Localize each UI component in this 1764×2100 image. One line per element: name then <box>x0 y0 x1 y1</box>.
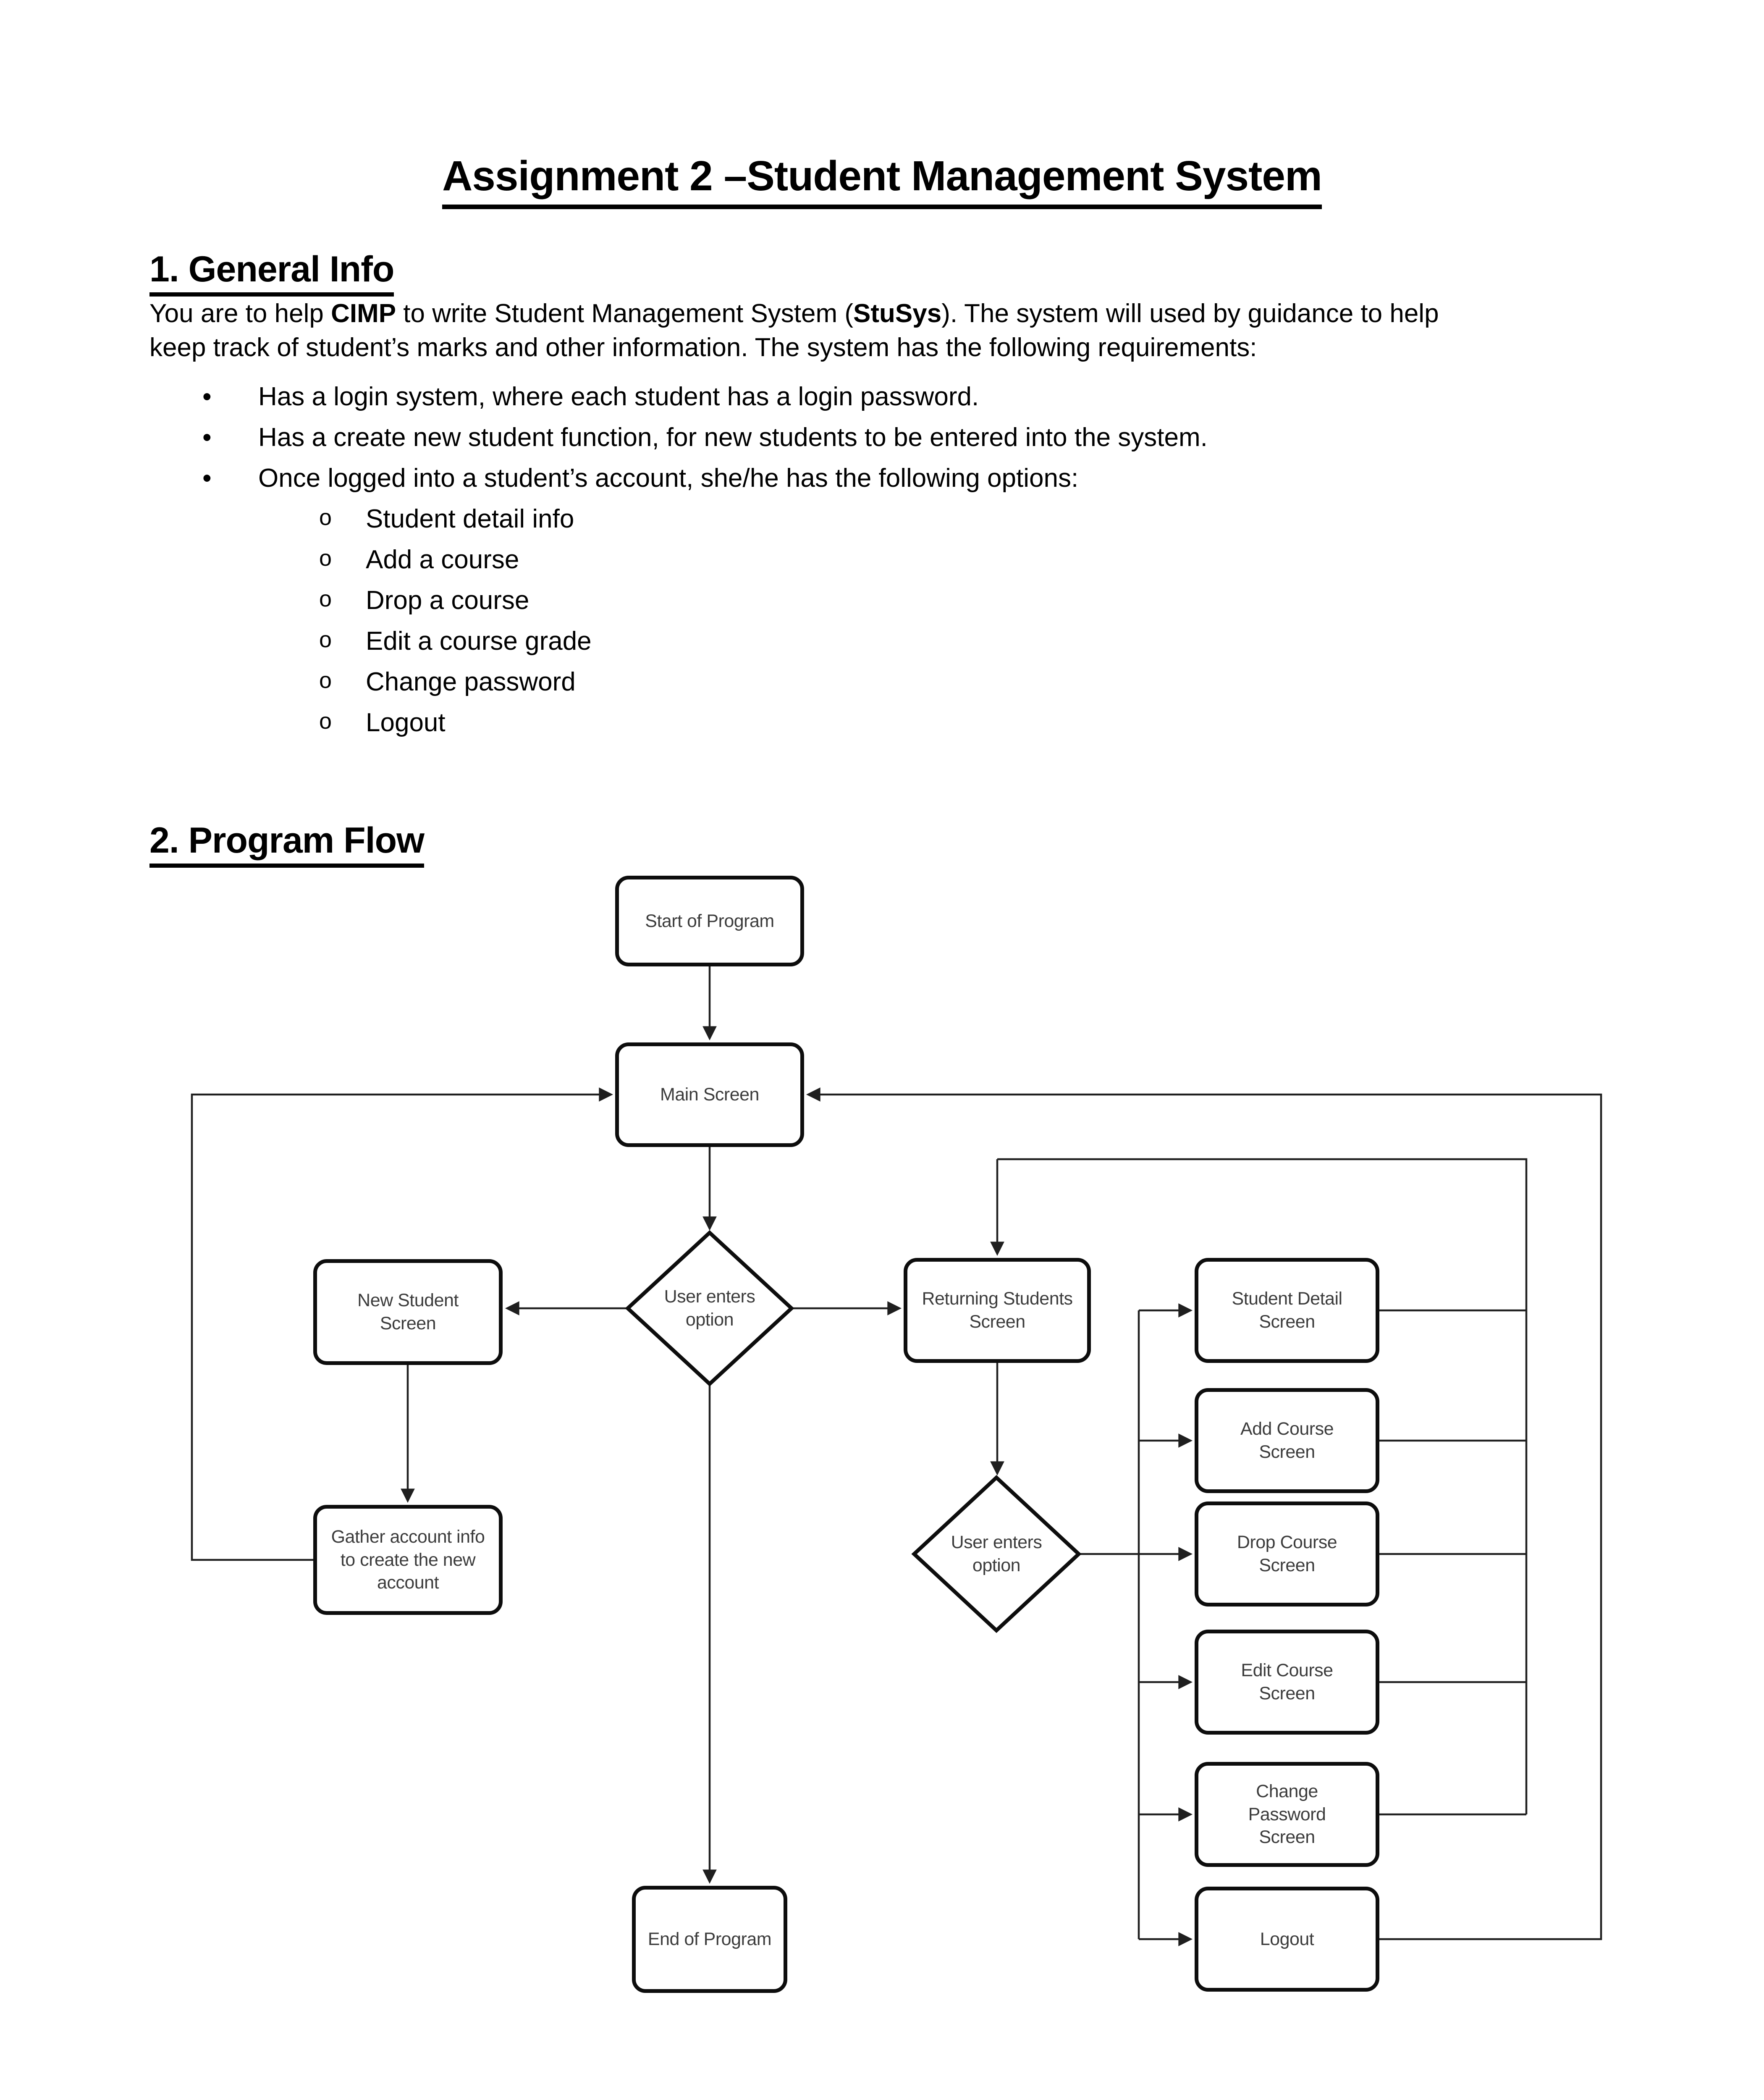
sub-bullet-item: Student detail info <box>149 497 1682 539</box>
sub-bullet-item: Logout <box>149 701 1682 743</box>
flow-node-edit-course-screen: Edit Course Screen <box>1195 1630 1379 1735</box>
edge-gather-to-main-loop <box>191 1087 613 1561</box>
flow-node-new-student-screen: New Student Screen <box>313 1259 503 1365</box>
decision2-diamond <box>911 1475 1082 1633</box>
decision1-label: User enters option <box>664 1286 755 1330</box>
intro-text-2: to write Student Management System ( <box>396 299 853 328</box>
intro-paragraph: You are to help CIMP to write Student Ma… <box>149 297 1653 365</box>
edge-screens-return-loop <box>997 1158 1528 1814</box>
page-title: Assignment 2 –Student Management System <box>0 152 1764 209</box>
bullet-item: Has a create new student function, for n… <box>149 417 1682 458</box>
flow-node-drop-course-screen: Drop Course Screen <box>1195 1502 1379 1606</box>
intro-bold-cimp: CIMP <box>331 299 396 328</box>
flow-node-end: End of Program <box>632 1886 787 1993</box>
bullet-item: Has a login system, where each student h… <box>149 376 1682 417</box>
edge-logout-to-main-loop <box>806 1087 1602 1940</box>
flow-node-add-course-screen: Add Course Screen <box>1195 1388 1379 1493</box>
sub-bullet-item: Change password <box>149 660 1682 702</box>
page-title-text: Assignment 2 –Student Management System <box>442 152 1322 209</box>
flow-node-logout: Logout <box>1195 1887 1379 1992</box>
section-heading-program-flow: 2. Program Flow <box>149 820 425 868</box>
flow-node-start: Start of Program <box>615 876 804 966</box>
intro-text-1: You are to help <box>149 299 331 328</box>
decision1-diamond <box>625 1230 794 1387</box>
bullet-item: Once logged into a student’s account, sh… <box>149 458 1682 499</box>
intro-bold-stusys: StuSys <box>853 299 942 328</box>
intro-text-line2: keep track of student’s marks and other … <box>149 333 1257 362</box>
edge-decision2-branch-trunk <box>1079 1310 1140 1939</box>
flow-node-gather-account-info: Gather account info to create the new ac… <box>313 1505 503 1615</box>
intro-text-3: ). The system will used by guidance to h… <box>941 299 1439 328</box>
requirements-list: Has a login system, where each student h… <box>149 376 1682 743</box>
flow-node-main-screen: Main Screen <box>615 1042 804 1147</box>
sub-bullet-item: Drop a course <box>149 579 1682 621</box>
sub-bullet-item: Add a course <box>149 538 1682 580</box>
flow-node-student-detail-screen: Student Detail Screen <box>1195 1258 1379 1363</box>
flow-node-change-password-screen: Change Password Screen <box>1195 1762 1379 1867</box>
decision2-label: User enters option <box>951 1532 1042 1575</box>
flow-node-returning-students-screen: Returning Students Screen <box>904 1258 1091 1363</box>
sub-bullet-item: Edit a course grade <box>149 620 1682 662</box>
section-heading-general-info: 1. General Info <box>149 249 394 297</box>
edge-screens-return-stubs <box>1379 1309 1526 1816</box>
